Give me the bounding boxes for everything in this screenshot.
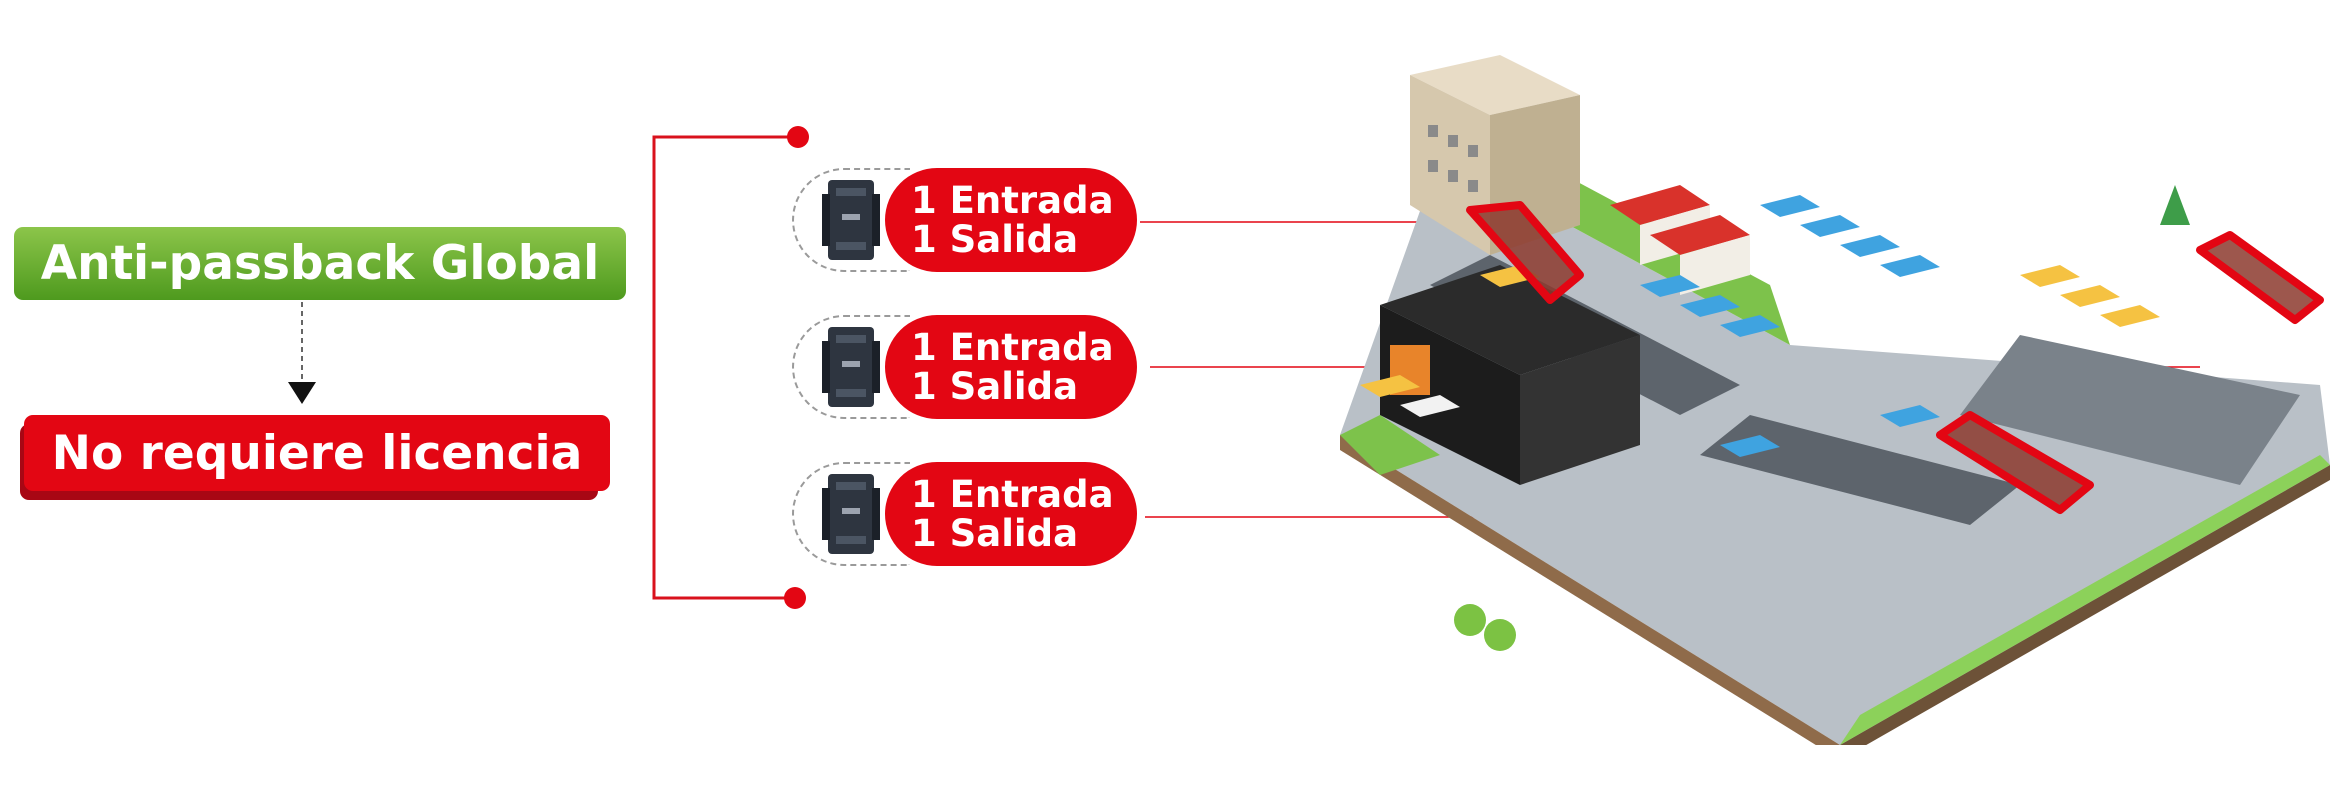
entrada-label: 1 Entrada (911, 179, 1114, 222)
tree (1454, 604, 1486, 636)
anti-passback-label: Anti-passback Global (40, 236, 600, 291)
truck-fleet (1360, 195, 2160, 457)
anti-passback-global-tag: Anti-passback Global (14, 227, 626, 300)
controller-frame (792, 168, 910, 272)
entrada-label: 1 Entrada (911, 473, 1114, 516)
grass-border (1840, 455, 2330, 745)
controller-frame (792, 315, 910, 419)
red-roof-warehouses (1610, 185, 1750, 295)
salida-label: 1 Salida (911, 365, 1079, 408)
gate-highlight-3 (1936, 411, 2094, 514)
no-license-tag: No requiere licencia (24, 415, 610, 491)
salida-label: 1 Salida (911, 218, 1079, 261)
access-controller-icon (822, 327, 880, 407)
gate-highlight-2 (2196, 231, 2324, 324)
controller-item: 1 Entrada 1 Salida (792, 168, 1142, 272)
license-label: No requiere licencia (51, 425, 583, 481)
controller-frame (792, 462, 910, 566)
access-controller-icon (822, 180, 880, 260)
entrada-label: 1 Entrada (911, 326, 1114, 369)
controller-item: 1 Entrada 1 Salida (792, 315, 1142, 419)
gate-highlight-1 (1466, 201, 1584, 304)
entry-exit-badge: 1 Entrada 1 Salida (885, 168, 1137, 272)
bracket-line (652, 135, 798, 600)
arrow-down-icon (288, 382, 316, 404)
controller-item: 1 Entrada 1 Salida (792, 462, 1142, 566)
tree (1484, 619, 1516, 651)
industrial-plant-illustration (1340, 55, 2330, 745)
salida-label: 1 Salida (911, 512, 1079, 555)
access-controller-icon (822, 474, 880, 554)
bracket-dot-bottom (784, 587, 806, 609)
entry-exit-badge: 1 Entrada 1 Salida (885, 315, 1137, 419)
entry-exit-badge: 1 Entrada 1 Salida (885, 462, 1137, 566)
dark-warehouse (1380, 265, 1640, 485)
tree (2160, 185, 2190, 225)
bracket-dot-top (787, 126, 809, 148)
